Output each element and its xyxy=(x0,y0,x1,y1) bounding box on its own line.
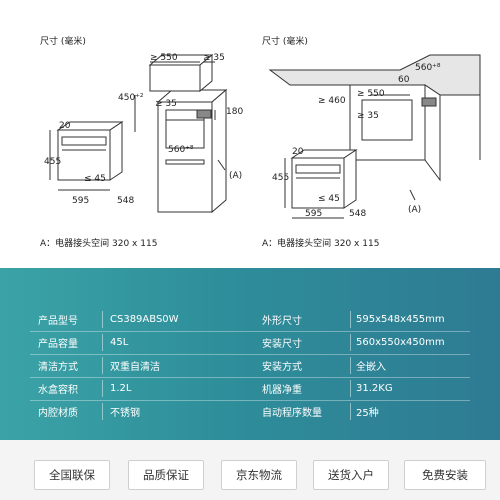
installation-diagrams: 尺寸 (毫米) xyxy=(40,37,481,249)
column-divider xyxy=(102,357,103,374)
spec-label: 安装尺寸 xyxy=(262,339,302,350)
row-divider xyxy=(30,400,470,401)
specs-table: 产品型号 CS389ABS0W 外形尺寸 595x548x455mm 产品容量 … xyxy=(0,268,500,440)
dim-right-w35: ≥ 35 xyxy=(357,111,379,121)
spec-row: 水盒容积 1.2L 机器净重 31.2KG xyxy=(0,378,500,399)
spec-value: 560x550x450mm xyxy=(356,337,445,348)
service-warranty-button[interactable]: 全国联保 xyxy=(34,460,110,490)
dim-right-w595: 595 xyxy=(305,209,322,219)
spec-row: 内腔材质 不锈钢 自动程序数量 25种 xyxy=(0,401,500,422)
dim-left-h180: 180 xyxy=(226,107,243,117)
column-divider xyxy=(350,357,351,374)
spec-value: 不锈钢 xyxy=(110,408,140,419)
spec-label: 产品型号 xyxy=(38,316,78,327)
spec-value: CS389ABS0W xyxy=(110,314,179,325)
left-panel-caption: A：电器接头空间 320 x 115 xyxy=(40,239,158,249)
right-installation-drawing: 560⁺⁸ 60 ≥ 550 ≥ 460 ≥ 35 20 455 ≤ 45 59… xyxy=(268,54,481,219)
dim-left-w595: 595 xyxy=(72,196,89,206)
spec-value: 25种 xyxy=(356,408,379,419)
row-divider xyxy=(30,331,470,332)
dim-right-w550: ≥ 550 xyxy=(357,89,385,99)
dim-left-h450: 450⁺² xyxy=(118,93,144,103)
dim-left-d20: 20 xyxy=(59,121,71,131)
spec-value: 1.2L xyxy=(110,383,132,394)
dim-right-d560: 560⁺⁸ xyxy=(415,63,441,73)
spec-label: 内腔材质 xyxy=(38,408,78,419)
spec-value: 45L xyxy=(110,337,129,348)
left-installation-drawing: ≥ 550 ≥ 35 450⁺² ≥ 35 180 560⁺⁸ (A) 20 4… xyxy=(44,53,243,214)
dim-left-w550: ≥ 550 xyxy=(150,53,178,63)
column-divider xyxy=(102,334,103,351)
spec-value: 595x548x455mm xyxy=(356,314,445,325)
column-divider xyxy=(350,334,351,351)
column-divider xyxy=(350,311,351,328)
dim-right-d20: 20 xyxy=(292,147,304,157)
column-divider xyxy=(102,311,103,328)
dim-left-h455: 455 xyxy=(44,157,61,167)
service-delivery-button[interactable]: 送货入户 xyxy=(313,460,389,490)
row-divider xyxy=(30,354,470,355)
right-panel-caption: A：电器接头空间 320 x 115 xyxy=(262,239,380,249)
dim-right-a-label: (A) xyxy=(408,205,421,215)
spec-value: 31.2KG xyxy=(356,383,393,394)
service-quality-button[interactable]: 品质保证 xyxy=(128,460,204,490)
spec-label: 外形尺寸 xyxy=(262,316,302,327)
service-installation-button[interactable]: 免费安装 xyxy=(404,460,486,490)
spec-row: 产品容量 45L 安装尺寸 560x550x450mm xyxy=(0,332,500,353)
right-panel-title: 尺寸 (毫米) xyxy=(262,37,308,47)
spec-value: 全嵌入 xyxy=(356,362,386,373)
spec-row: 清洁方式 双重自清洁 安装方式 全嵌入 xyxy=(0,355,500,376)
spec-label: 自动程序数量 xyxy=(262,408,322,419)
dim-right-h60: 60 xyxy=(398,75,410,85)
dim-left-w35: ≥ 35 xyxy=(203,53,225,63)
spec-label: 清洁方式 xyxy=(38,362,78,373)
dim-left-h35: ≥ 35 xyxy=(155,99,177,109)
left-panel-title: 尺寸 (毫米) xyxy=(40,37,86,47)
dim-right-h460: ≥ 460 xyxy=(318,96,346,106)
service-logistics-button[interactable]: 京东物流 xyxy=(221,460,297,490)
dim-left-h45: ≤ 45 xyxy=(84,174,106,184)
dim-right-d548: 548 xyxy=(349,209,366,219)
dim-left-d560: 560⁺⁸ xyxy=(168,145,194,155)
column-divider xyxy=(350,380,351,397)
dim-right-h455: 455 xyxy=(272,173,289,183)
row-divider xyxy=(30,377,470,378)
spec-label: 安装方式 xyxy=(262,362,302,373)
dim-left-d548: 548 xyxy=(117,196,134,206)
column-divider xyxy=(102,380,103,397)
spec-label: 产品容量 xyxy=(38,339,78,350)
service-bar: 全国联保 品质保证 京东物流 送货入户 免费安装 xyxy=(0,440,500,500)
spec-label: 水盒容积 xyxy=(38,385,78,396)
column-divider xyxy=(350,403,351,420)
spec-label: 机器净重 xyxy=(262,385,302,396)
dim-right-h45: ≤ 45 xyxy=(318,194,340,204)
column-divider xyxy=(102,403,103,420)
dim-left-a-label: (A) xyxy=(229,171,242,181)
spec-value: 双重自清洁 xyxy=(110,362,160,373)
spec-row: 产品型号 CS389ABS0W 外形尺寸 595x548x455mm xyxy=(0,309,500,330)
